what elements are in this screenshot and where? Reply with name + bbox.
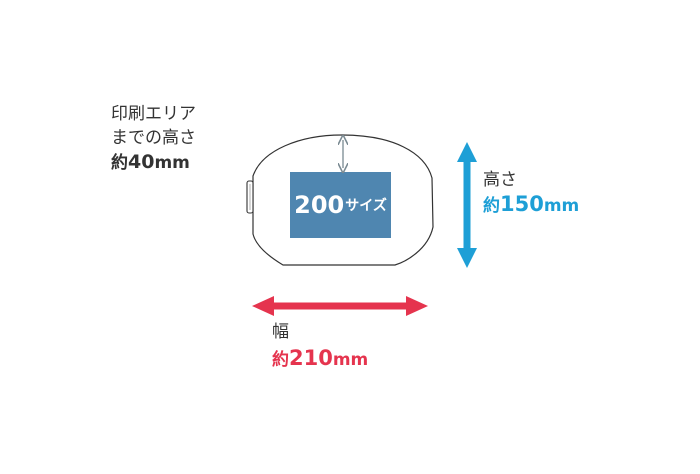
width-unit: mm xyxy=(332,350,369,370)
width-approx: 約 xyxy=(272,350,289,370)
height-label: 高さ 約150mm xyxy=(483,168,579,218)
print-note-value: 約40mm xyxy=(111,150,196,175)
width-value: 約210mm xyxy=(272,345,368,373)
width-number: 210 xyxy=(289,346,333,370)
print-area-height-note: 印刷エリア までの高さ 約40mm xyxy=(111,102,196,175)
print-note-approx: 約 xyxy=(111,153,128,173)
print-note-line2: までの高さ xyxy=(111,128,196,148)
print-note-line1: 印刷エリア xyxy=(111,104,196,124)
print-area-rect xyxy=(290,172,391,238)
height-value: 約150mm xyxy=(483,192,579,218)
height-approx: 約 xyxy=(483,196,500,216)
print-size-suffix: サイズ xyxy=(345,198,387,214)
width-arrow xyxy=(252,296,428,316)
height-number: 150 xyxy=(500,192,544,216)
width-label: 幅 約210mm xyxy=(272,319,368,373)
height-caption: 高さ xyxy=(483,170,517,190)
print-note-number: 40 xyxy=(128,151,155,173)
width-caption: 幅 xyxy=(272,322,289,342)
height-unit: mm xyxy=(543,196,580,216)
print-size-number: 200 xyxy=(294,191,345,219)
print-note-unit: mm xyxy=(154,153,190,173)
height-arrow xyxy=(457,142,477,268)
